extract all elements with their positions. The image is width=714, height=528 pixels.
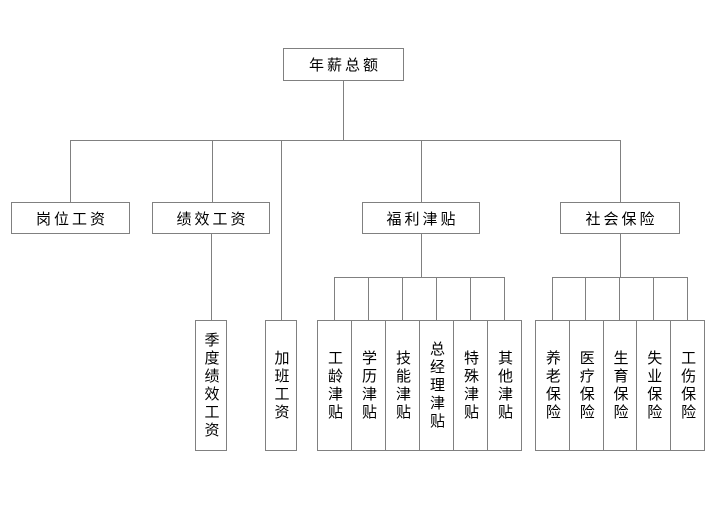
- connector-insurance-horizontal: [552, 277, 688, 278]
- node-performance-salary: 绩效工资: [152, 202, 270, 234]
- connector-drop-special-allowance: [470, 277, 471, 320]
- social-insurance-group: 养老保险 医疗保险 生育保险 失业保险 工伤保险: [535, 320, 705, 451]
- node-work-injury-insurance: 工伤保险: [670, 320, 705, 451]
- node-gm-allowance: 总经理津贴: [419, 320, 454, 451]
- connector-root-stem: [343, 81, 344, 141]
- node-other-allowance: 其他津贴: [487, 320, 522, 451]
- node-special-allowance: 特殊津贴: [453, 320, 488, 451]
- connector-drop-unemployment-insurance: [653, 277, 654, 320]
- connector-drop-education-allowance: [368, 277, 369, 320]
- connector-drop-position-salary: [70, 140, 71, 202]
- connector-drop-performance-salary: [212, 140, 213, 202]
- connector-drop-other-allowance: [504, 277, 505, 320]
- connector-drop-pension-insurance: [552, 277, 553, 320]
- node-skill-allowance: 技能津贴: [385, 320, 420, 451]
- node-position-salary: 岗位工资: [11, 202, 130, 234]
- welfare-allowance-group: 工龄津贴 学历津贴 技能津贴 总经理津贴 特殊津贴 其他津贴: [317, 320, 522, 451]
- node-unemployment-insurance: 失业保险: [636, 320, 672, 451]
- node-medical-insurance: 医疗保险: [568, 320, 604, 451]
- node-quarterly-performance-salary: 季度绩效工资: [195, 320, 227, 451]
- connector-insurance-stem: [620, 233, 621, 277]
- node-pension-insurance: 养老保险: [535, 320, 570, 451]
- node-maternity-insurance: 生育保险: [602, 320, 638, 451]
- connector-main-horizontal: [70, 140, 621, 141]
- node-welfare-allowance: 福利津贴: [362, 202, 480, 234]
- connector-performance-to-quarterly: [211, 233, 212, 320]
- connector-drop-maternity-insurance: [619, 277, 620, 320]
- node-education-allowance: 学历津贴: [351, 320, 386, 451]
- connector-drop-social-insurance: [620, 140, 621, 202]
- connector-drop-welfare-allowance: [421, 140, 422, 202]
- connector-welfare-horizontal: [334, 277, 505, 278]
- node-annual-salary: 年薪总额: [283, 48, 404, 81]
- connector-drop-skill-allowance: [402, 277, 403, 320]
- connector-welfare-stem: [421, 233, 422, 277]
- connector-drop-overtime-pay: [281, 140, 282, 320]
- connector-drop-work-injury-insurance: [687, 277, 688, 320]
- node-overtime-pay: 加班工资: [265, 320, 297, 451]
- connector-drop-gm-allowance: [436, 277, 437, 320]
- connector-drop-medical-insurance: [585, 277, 586, 320]
- node-social-insurance: 社会保险: [560, 202, 680, 234]
- connector-drop-seniority-allowance: [334, 277, 335, 320]
- node-seniority-allowance: 工龄津贴: [317, 320, 352, 451]
